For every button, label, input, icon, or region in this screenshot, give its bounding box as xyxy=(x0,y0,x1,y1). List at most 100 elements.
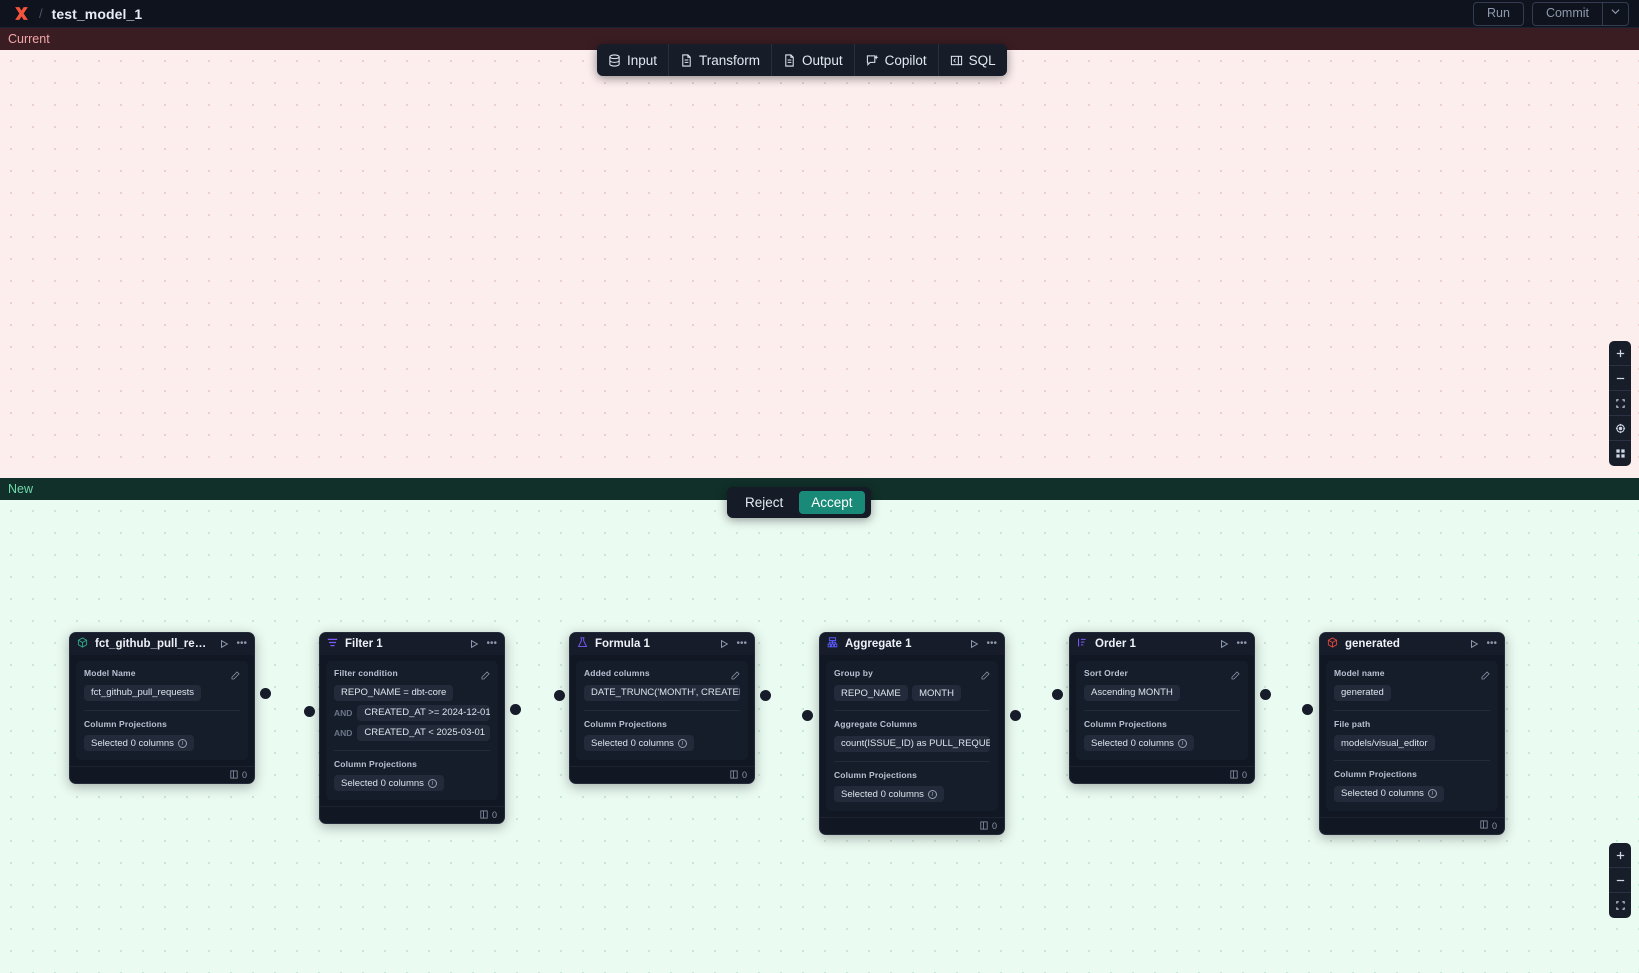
pencil-icon[interactable] xyxy=(231,667,240,685)
graph-node-order[interactable]: Order 1 ••• Sort Order Ascending MONTH C… xyxy=(1069,632,1255,784)
port-out-filter[interactable] xyxy=(510,704,521,715)
fit-screen-icon[interactable] xyxy=(1609,391,1631,416)
bolt-logo-icon[interactable] xyxy=(12,5,30,23)
ellipsis-icon[interactable]: ••• xyxy=(486,638,497,649)
value-chip[interactable]: fct_github_pull_requests xyxy=(84,684,201,701)
row-count: 0 xyxy=(991,821,997,831)
added-column-chip[interactable]: DATE_TRUNC('MONTH', CREATED_AT... xyxy=(584,684,740,701)
chevron-down-icon[interactable] xyxy=(1602,2,1628,25)
section-label: Column Projections xyxy=(84,709,240,729)
graph-node-formula[interactable]: Formula 1 ••• Added columns DATE_TRUNC('… xyxy=(569,632,755,784)
toolbar-item-copilot[interactable]: Copilot xyxy=(855,44,939,76)
port-out-source[interactable] xyxy=(260,688,271,699)
recenter-icon[interactable] xyxy=(1609,416,1631,441)
ellipsis-icon[interactable]: ••• xyxy=(1236,638,1247,649)
ellipsis-icon[interactable]: ••• xyxy=(986,638,997,649)
filter-condition-chip[interactable]: CREATED_AT < 2025-03-01 xyxy=(357,724,490,741)
info-icon[interactable]: i xyxy=(1177,738,1187,748)
commit-button[interactable]: Commit xyxy=(1545,5,1589,20)
toolbar-item-input[interactable]: Input xyxy=(597,44,670,76)
port-out-order[interactable] xyxy=(1260,689,1271,700)
group-by-chip[interactable]: MONTH xyxy=(912,685,961,701)
column-projection-chip[interactable]: Selected 0 columns i xyxy=(334,775,444,791)
run-button[interactable]: Run xyxy=(1473,1,1524,26)
node-header: generated ••• xyxy=(1320,633,1504,655)
pencil-icon[interactable] xyxy=(731,667,740,685)
play-icon[interactable] xyxy=(1469,639,1479,649)
info-icon[interactable]: i xyxy=(1427,789,1437,798)
column-projection-chip[interactable]: Selected 0 columns i xyxy=(1084,735,1194,751)
chip-text: Selected 0 columns xyxy=(591,737,674,749)
port-in-filter[interactable] xyxy=(304,706,315,717)
play-icon[interactable] xyxy=(1219,639,1229,649)
play-icon[interactable] xyxy=(219,639,229,649)
column-projection-chip[interactable]: Selected 0 columns i xyxy=(84,735,194,751)
play-icon[interactable] xyxy=(719,639,729,649)
node-title: generated xyxy=(1345,638,1400,650)
info-icon[interactable]: i xyxy=(927,789,937,799)
graph-node-filter[interactable]: Filter 1 ••• Filter condition REPO_NAME … xyxy=(319,632,505,824)
ellipsis-icon[interactable]: ••• xyxy=(236,638,247,649)
pencil-icon[interactable] xyxy=(1481,667,1490,685)
port-in-aggregate[interactable] xyxy=(802,710,813,721)
node-footer: 0 xyxy=(570,766,754,783)
ellipsis-icon[interactable]: ••• xyxy=(736,638,747,649)
grid-icon[interactable] xyxy=(1609,441,1631,466)
graph-node-aggregate[interactable]: Aggregate 1 ••• Group by REPO_NAME MONTH… xyxy=(819,632,1005,835)
filter-condition-chip[interactable]: REPO_NAME = dbt-core xyxy=(334,684,454,701)
reject-button[interactable]: Reject xyxy=(745,495,784,510)
document-icon xyxy=(680,53,693,67)
aggregate-column-chip[interactable]: count(ISSUE_ID) as PULL_REQUEST_... xyxy=(834,735,990,752)
play-icon[interactable] xyxy=(969,639,979,649)
node-footer: 0 xyxy=(320,806,504,823)
minus-icon[interactable] xyxy=(1609,868,1631,893)
fit-screen-icon[interactable] xyxy=(1609,893,1631,918)
info-icon[interactable]: i xyxy=(427,778,437,788)
top-bar-actions: Run Commit xyxy=(1473,1,1629,26)
port-in-order[interactable] xyxy=(1052,689,1063,700)
current-version-pane[interactable]: Current xyxy=(0,28,1639,478)
file-path-chip[interactable]: models/visual_editor xyxy=(1334,735,1435,751)
chip-text: Selected 0 columns xyxy=(91,737,174,749)
row-count: 0 xyxy=(741,770,747,780)
plus-icon[interactable] xyxy=(1609,843,1631,868)
toolbar-item-output[interactable]: Output xyxy=(772,44,855,76)
section-label: Model name xyxy=(1334,668,1385,678)
section-label: File path xyxy=(1334,709,1490,729)
port-in-generated[interactable] xyxy=(1302,704,1313,715)
toolbar-item-sql[interactable]: SQL xyxy=(939,44,1007,76)
new-version-pane[interactable]: New xyxy=(0,478,1639,973)
column-projection-chip[interactable]: Selected 0 columns i xyxy=(1334,785,1444,802)
sort-order-chip[interactable]: Ascending MONTH xyxy=(1084,684,1180,701)
node-body: Sort Order Ascending MONTH Column Projec… xyxy=(1076,661,1248,760)
port-in-formula[interactable] xyxy=(554,690,565,701)
columns-icon xyxy=(1480,820,1488,831)
node-body: Model Name fct_github_pull_requests Colu… xyxy=(76,661,248,760)
pencil-icon[interactable] xyxy=(981,667,990,685)
port-out-formula[interactable] xyxy=(760,690,771,701)
info-icon[interactable]: i xyxy=(677,738,687,748)
toolbar-item-transform[interactable]: Transform xyxy=(669,44,773,76)
minus-icon[interactable] xyxy=(1609,366,1631,391)
node-body: Model name generated File path models/vi… xyxy=(1326,661,1498,811)
pencil-icon[interactable] xyxy=(481,667,490,685)
graph-node-source[interactable]: fct_github_pull_requests ••• Model Name … xyxy=(69,632,255,784)
port-out-aggregate[interactable] xyxy=(1010,710,1021,721)
toolbar-item-label: Input xyxy=(627,52,658,68)
pencil-icon[interactable] xyxy=(1231,667,1240,685)
top-bar: / test_model_1 Run Commit xyxy=(0,0,1639,28)
accept-button[interactable]: Accept xyxy=(799,491,865,514)
info-icon[interactable]: i xyxy=(177,738,187,748)
chip-text: Selected 0 columns xyxy=(841,788,924,800)
column-projection-chip[interactable]: Selected 0 columns i xyxy=(834,786,944,802)
commit-button-group[interactable]: Commit xyxy=(1531,1,1629,26)
filter-condition-chip[interactable]: CREATED_AT >= 2024-12-01 xyxy=(357,704,490,721)
group-by-chip[interactable]: REPO_NAME xyxy=(834,685,908,701)
zoom-controls-new xyxy=(1609,843,1631,918)
ellipsis-icon[interactable]: ••• xyxy=(1486,638,1497,649)
model-name-chip[interactable]: generated xyxy=(1334,684,1391,701)
graph-node-generated[interactable]: generated ••• Model name generated File … xyxy=(1319,632,1505,835)
play-icon[interactable] xyxy=(469,639,479,649)
plus-icon[interactable] xyxy=(1609,341,1631,366)
column-projection-chip[interactable]: Selected 0 columns i xyxy=(584,735,694,751)
